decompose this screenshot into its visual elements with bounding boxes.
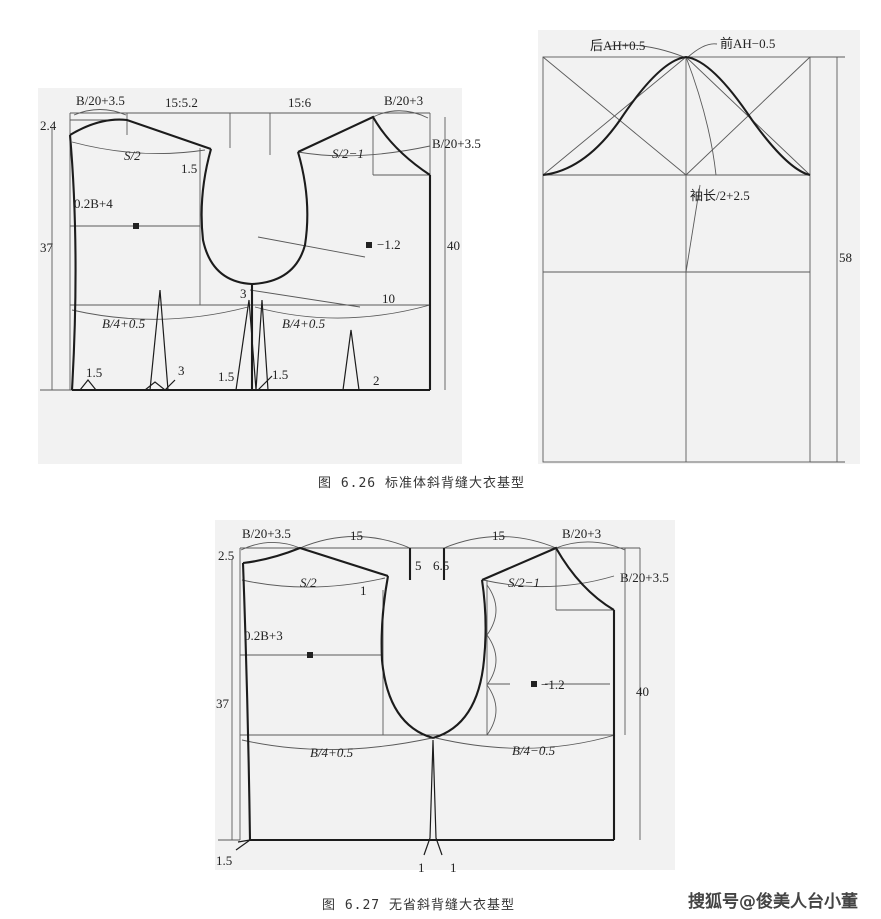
label-front-dart-offset: 10 [382,291,395,306]
figure-626-sleeve: 后AH+0.5 前AH−0.5 袖长/2+2.5 58 [538,30,860,464]
label-hem-front-dart: 2 [373,373,380,388]
label-back-width: 0.2B+4 [74,196,113,211]
label-front-neck-depth-627: B/20+3.5 [620,570,669,585]
back-width-marker-627 [307,652,313,658]
figure-627-outline [235,546,616,856]
label-armhole-offset: −1.2 [377,237,401,252]
label-front-length-627: 40 [636,684,649,699]
label-side-seam-point: 3 [240,286,247,301]
label-back-shoulder-half: S/2 [124,148,141,163]
label-back-length: 37 [40,240,54,255]
sleeve-background [538,30,860,464]
label-front-neck-width-627: B/20+3 [562,526,601,541]
label-front-shoulder-627: 15 [492,528,505,543]
label-back-neck-width: B/20+3.5 [76,93,125,108]
label-armhole-offset-627: −1.2 [541,677,565,692]
label-hem-left-627: 1.5 [216,853,232,868]
figure-627: B/20+3.5 15 15 B/20+3 2.5 S/2 5 6.5 S/2−… [215,520,675,875]
label-cap-height: 袖长/2+2.5 [690,188,750,203]
label-front-shoulder-half: S/2−1 [332,146,364,161]
label-hem-back-dart: 3 [178,363,185,378]
label-front-shoulder: 15:6 [288,95,312,110]
label-back-neck-drop: 2.4 [40,118,57,133]
label-back-width-627: 0.2B+3 [244,628,283,643]
sleeve-cap-curve [542,55,811,177]
label-front-shoulder-half-627: S/2−1 [508,575,540,590]
label-back-neck-drop-627: 2.5 [218,548,234,563]
label-back-shoulder-627: 15 [350,528,363,543]
bodice-darts [79,289,360,391]
label-back-neck-width-627: B/20+3.5 [242,526,291,541]
sleeve-construction-lines [542,56,845,463]
label-hem-side-right: 1.5 [272,367,288,382]
label-back-ah: 后AH+0.5 [590,38,645,53]
bodice-construction-lines [40,112,446,391]
label-front-neck-depth: B/20+3.5 [432,136,481,151]
armhole-marker-627 [531,681,537,687]
label-front-bust-627: B/4−0.5 [512,743,556,758]
label-back-shoulder-half-627: S/2 [300,575,317,590]
watermark-text: 搜狐号@俊美人台小董 [688,891,858,912]
label-front-shoulder-extend-627: 6.5 [433,558,449,573]
label-front-ah: 前AH−0.5 [720,36,775,51]
caption-figure-626: 图 6.26 标准体斜背缝大衣基型 [318,475,525,491]
label-back-length-627: 37 [216,696,230,711]
label-back-shoulder: 15:5.2 [165,95,198,110]
bodice-background [38,88,462,464]
back-width-marker [133,223,139,229]
label-sleeve-length: 58 [839,250,852,265]
sleeve-dimension-arcs [605,43,718,176]
figure-627-dimension-arcs [240,536,626,750]
label-back-shoulder-drop: 1.5 [181,161,197,176]
label-hem-back-left: 1.5 [86,365,102,380]
label-front-neck-width: B/20+3 [384,93,423,108]
label-hem-side-left: 1.5 [218,369,234,384]
label-back-bust-627: B/4+0.5 [310,745,354,760]
label-back-bust: B/4+0.5 [102,316,146,331]
label-hem-split-right-627: 1 [450,860,457,875]
label-back-shoulder-drop-627: 1 [360,583,367,598]
label-back-shoulder-extend-627: 5 [415,558,422,573]
label-hem-split-left-627: 1 [418,860,425,875]
bodice-dimension-arcs [71,109,431,320]
armhole-marker [366,242,372,248]
label-front-bust: B/4+0.5 [282,316,326,331]
caption-figure-627: 图 6.27 无省斜背缝大衣基型 [322,897,515,913]
figure-626-bodice: B/20+3.5 15:5.2 15:6 B/20+3 2.4 S/2 S/2−… [38,88,481,464]
bodice-outline [68,115,432,392]
label-front-length: 40 [447,238,460,253]
